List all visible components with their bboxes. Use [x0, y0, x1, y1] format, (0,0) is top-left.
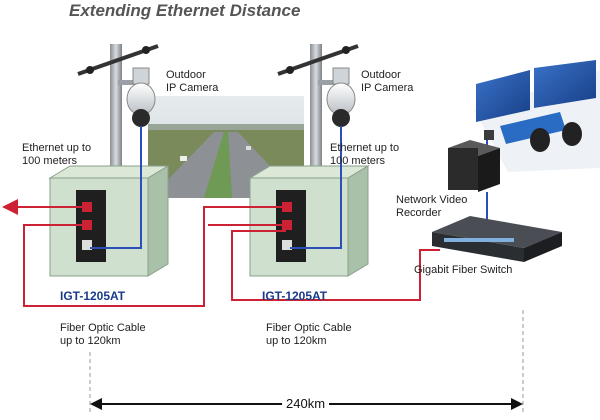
- camera-label-2: Outdoor IP Camera: [361, 69, 414, 94]
- switch-icon: [432, 216, 562, 262]
- dome-camera-icon-2: [326, 67, 356, 127]
- dome-camera-icon-1: [126, 67, 156, 127]
- model-label-1: IGT-1205AT: [60, 289, 126, 303]
- diagram-title: Extending Ethernet Distance: [69, 1, 301, 20]
- nvr-label: Network Video Recorder: [396, 194, 468, 219]
- monitoring-room: [474, 60, 600, 172]
- fiber-arrow-icon: [2, 199, 18, 215]
- fiber-links: [16, 206, 440, 307]
- fiber-note-2: Fiber Optic Cable up to 120km: [266, 322, 352, 347]
- fiber-note-1: Fiber Optic Cable up to 120km: [60, 322, 146, 347]
- camera-label-1: Outdoor IP Camera: [166, 69, 219, 94]
- cabinet-2: [248, 165, 370, 277]
- ethernet-note-1: Ethernet up to 100 meters: [22, 142, 92, 167]
- cabinet-1: [48, 165, 170, 277]
- ethernet-note-2: Ethernet up to 100 meters: [330, 142, 400, 167]
- switch-label: Gigabit Fiber Switch: [414, 264, 513, 276]
- nvr-icon: [448, 140, 500, 192]
- distance-label: 240km: [282, 396, 330, 411]
- distance-guides: [89, 310, 524, 412]
- model-label-2: IGT-1205AT: [262, 289, 328, 303]
